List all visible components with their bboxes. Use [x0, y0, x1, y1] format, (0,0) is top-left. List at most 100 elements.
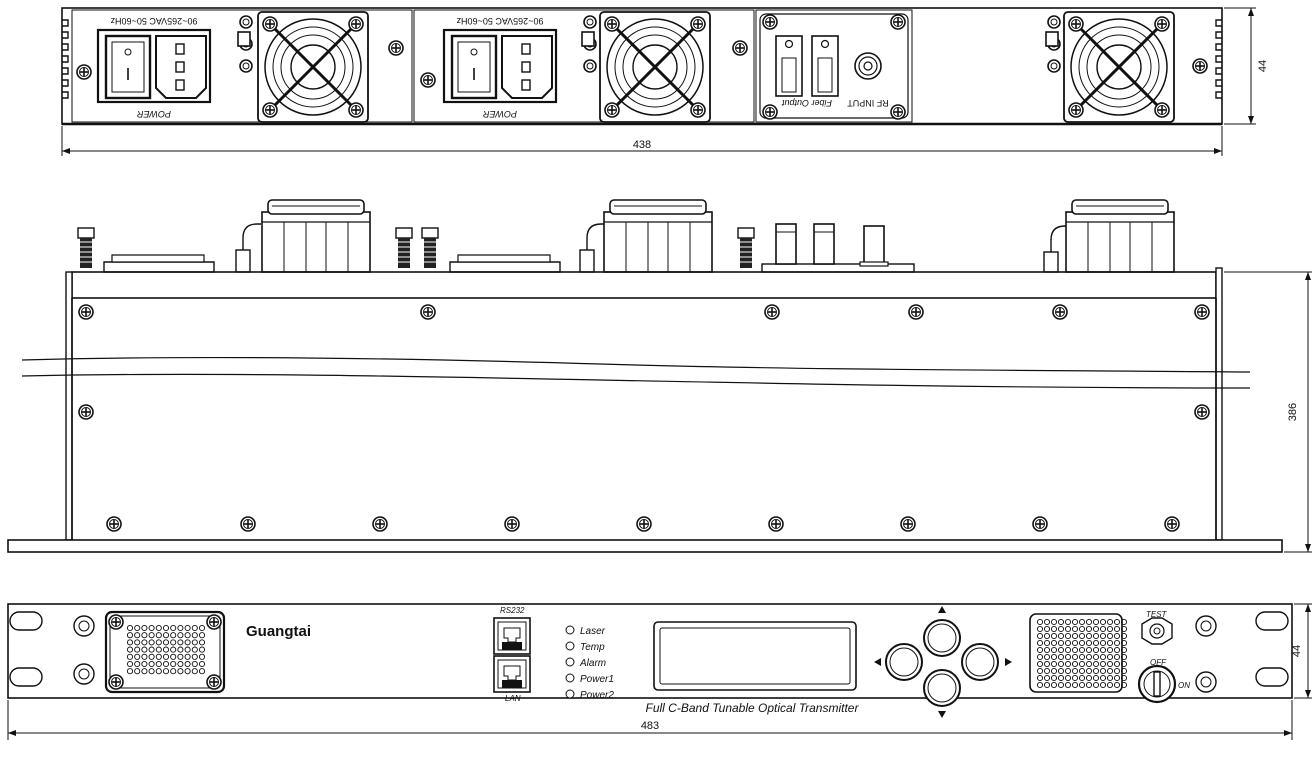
power-module-1 — [71, 9, 413, 123]
arrow-up-icon — [938, 606, 946, 613]
test-port-icon[interactable] — [1141, 617, 1173, 645]
grill-hole — [1113, 639, 1121, 647]
grill-hole — [1120, 639, 1128, 647]
grill-hole — [1085, 625, 1093, 633]
screw-icon — [372, 516, 388, 532]
grill-hole — [1085, 681, 1093, 689]
indicator-power1: Power1 — [580, 674, 614, 685]
screw-icon — [890, 104, 906, 120]
grill-hole — [1078, 646, 1086, 654]
grill-hole — [1099, 653, 1107, 661]
grill-hole — [177, 639, 184, 646]
grill-hole — [155, 660, 162, 668]
grill-hole — [141, 653, 148, 660]
grill-hole — [155, 653, 162, 660]
screw-icon — [106, 516, 122, 532]
right-button[interactable] — [961, 643, 999, 681]
front-height-dim: 44 — [1291, 645, 1303, 657]
test-label: TEST — [1146, 610, 1168, 619]
screw-icon — [900, 516, 916, 532]
connector-icon — [239, 15, 253, 29]
grill-hole — [1120, 653, 1128, 661]
grill-hole — [1036, 660, 1044, 668]
grill-hole — [1113, 632, 1121, 640]
grill-hole — [198, 632, 206, 639]
top-view: 386 — [7, 199, 1312, 553]
lan-port-icon[interactable] — [493, 655, 531, 693]
grill-hole — [155, 624, 162, 632]
grill-hole — [1057, 674, 1065, 682]
screw-icon — [108, 614, 124, 630]
grill-hole — [134, 624, 141, 632]
product-name: Full C-Band Tunable Optical Transmitter — [646, 701, 860, 715]
grill-hole — [1113, 625, 1121, 633]
grill-hole — [170, 646, 177, 653]
grill-hole — [184, 653, 191, 660]
front-knob-icon — [73, 615, 95, 637]
grill-hole — [1078, 625, 1086, 633]
front-knob-icon — [73, 663, 95, 685]
grill-hole — [162, 624, 170, 632]
connector-icon — [239, 59, 253, 73]
grill-hole — [1092, 625, 1100, 633]
grill-hole — [1064, 618, 1072, 626]
screw-icon — [420, 304, 436, 320]
grill-hole — [148, 660, 155, 668]
grill-hole — [1050, 653, 1058, 661]
grill-hole — [1120, 646, 1128, 654]
grill-hole — [1064, 646, 1072, 654]
grill-hole — [1043, 632, 1051, 640]
grill-hole — [1036, 681, 1044, 689]
grill-hole — [1036, 653, 1044, 661]
indicator-laser: Laser — [580, 626, 606, 637]
grill-hole — [1085, 639, 1093, 647]
grill-hole — [191, 646, 198, 653]
led-temp-icon — [565, 641, 575, 651]
grill-hole — [1064, 625, 1072, 633]
rs232-port-icon[interactable] — [493, 617, 531, 655]
grill-hole — [1106, 625, 1114, 633]
grill-hole — [1120, 618, 1128, 626]
fiber-port-1 — [775, 35, 803, 97]
grill-hole — [1078, 660, 1086, 668]
grill-hole — [141, 632, 148, 639]
grill-hole — [177, 653, 184, 660]
screw-icon — [1194, 404, 1210, 420]
screw-icon — [78, 404, 94, 420]
grill-hole — [1036, 625, 1044, 633]
grill-hole — [1050, 639, 1058, 647]
grill-hole — [198, 639, 206, 646]
grill-hole — [1078, 667, 1086, 675]
up-button[interactable] — [923, 619, 961, 657]
grill-hole — [1113, 660, 1121, 668]
grill-hole — [1057, 618, 1065, 626]
grill-hole — [162, 646, 170, 653]
grill-hole — [162, 668, 170, 675]
screw-icon — [1164, 516, 1180, 532]
left-button[interactable] — [885, 643, 923, 681]
grill-hole — [1078, 618, 1086, 626]
grill-hole — [1113, 653, 1121, 661]
down-button[interactable] — [923, 669, 961, 707]
grill-hole — [177, 660, 184, 668]
key-switch[interactable] — [1137, 664, 1177, 704]
grill-hole — [1071, 674, 1079, 682]
grill-hole — [1036, 639, 1044, 647]
grill-hole — [1120, 674, 1128, 682]
grill-hole — [170, 632, 177, 639]
grill-hole — [184, 646, 191, 653]
grill-hole — [1078, 632, 1086, 640]
grill-hole — [191, 660, 198, 668]
grill-hole — [155, 646, 162, 653]
fan-icon — [1064, 12, 1174, 122]
grill-hole — [1043, 625, 1051, 633]
grill-hole — [184, 668, 191, 675]
grill-hole — [191, 668, 198, 675]
rear-left-vent — [62, 19, 69, 99]
screw-icon — [240, 516, 256, 532]
front-width-dim: 483 — [641, 720, 659, 732]
screw-icon — [762, 104, 778, 120]
grill-hole — [1036, 667, 1044, 675]
grill-hole — [126, 660, 134, 668]
